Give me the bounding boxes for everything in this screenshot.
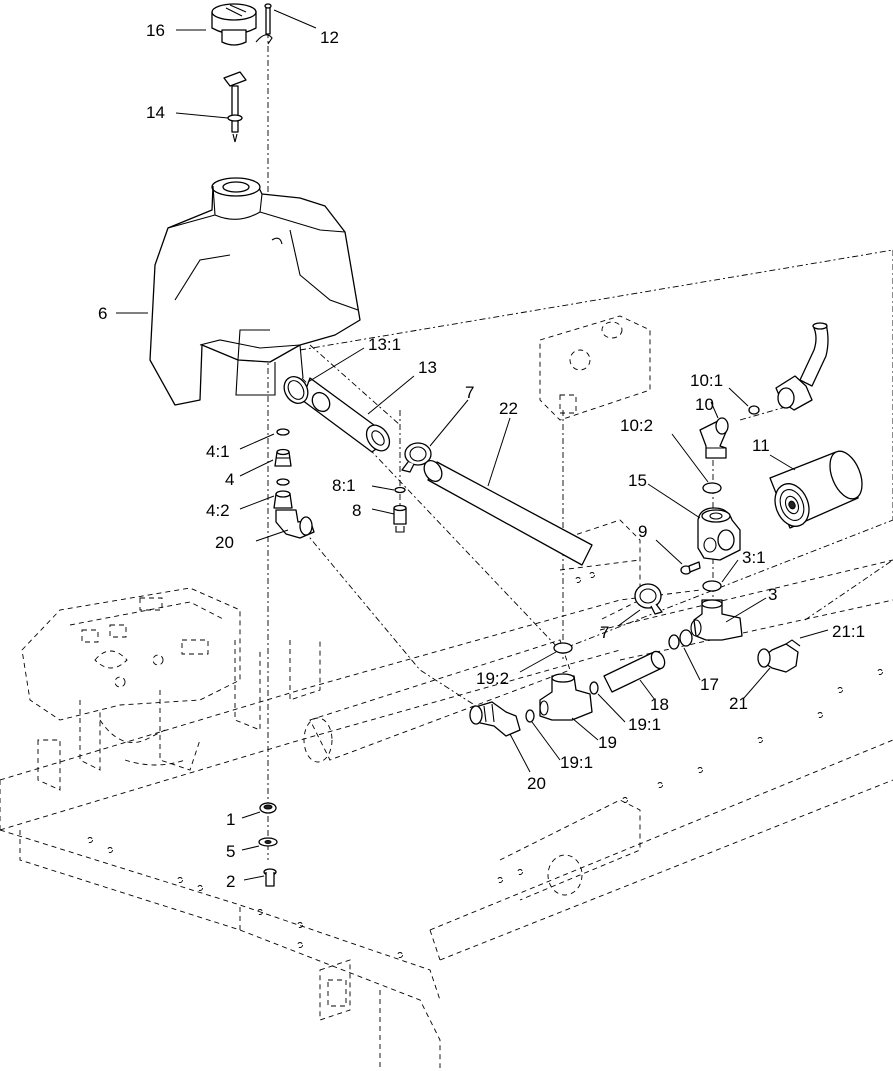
elbow-fitting-10 <box>699 405 760 494</box>
callout-labels: 16 12 14 6 13:1 13 7 22 10:1 10 10:2 11 … <box>98 21 865 891</box>
callout-13-1: 13:1 <box>368 335 401 354</box>
callout-3-1: 3:1 <box>742 548 766 567</box>
plug-9 <box>680 561 701 575</box>
hose-18 <box>603 650 666 693</box>
callout-20-top: 20 <box>215 533 234 552</box>
callout-8-1: 8:1 <box>332 476 356 495</box>
callout-9: 9 <box>638 522 647 541</box>
filter-head <box>697 507 741 561</box>
callout-4: 4 <box>225 470 234 489</box>
callout-2: 2 <box>226 872 235 891</box>
filter-o-ring <box>283 376 309 404</box>
hose-clamp-lower <box>634 583 663 615</box>
assembly-center-lines <box>267 32 893 860</box>
elbow-fitting-upper <box>275 509 315 539</box>
callout-7-top: 7 <box>465 383 474 402</box>
suction-hose <box>423 460 593 566</box>
callout-10: 10 <box>695 395 714 414</box>
cap-screw <box>255 3 273 45</box>
callout-6: 6 <box>98 304 107 323</box>
washer-5 <box>258 837 278 847</box>
fitting-stack-4 <box>273 428 293 509</box>
callout-4-2: 4:2 <box>206 501 230 520</box>
callout-19: 19 <box>598 733 617 752</box>
fuel-gauge-sender <box>223 71 247 143</box>
callout-13: 13 <box>418 358 437 377</box>
callout-21-1: 21:1 <box>832 622 865 641</box>
frame-phantom <box>0 315 893 1068</box>
elbow-fitting-lower <box>469 701 521 737</box>
callout-21: 21 <box>729 694 748 713</box>
bolt-2 <box>263 868 277 887</box>
hydraulic-tube <box>775 322 829 411</box>
callout-8: 8 <box>352 501 361 520</box>
callout-12: 12 <box>320 28 339 47</box>
fuel-cap <box>211 3 257 46</box>
callout-4-1: 4:1 <box>206 442 230 461</box>
callout-19-1-right: 19:1 <box>628 715 661 734</box>
callout-16: 16 <box>146 21 165 40</box>
isolator-1 <box>259 802 277 814</box>
callout-7-bottom: 7 <box>600 623 609 642</box>
callout-19-2: 19:2 <box>476 669 509 688</box>
tee-fitting-3 <box>690 580 743 641</box>
hose-clamp-17 <box>668 629 693 650</box>
callout-11: 11 <box>752 436 770 455</box>
callout-1: 1 <box>226 810 235 829</box>
callout-15: 15 <box>628 471 647 490</box>
callout-20-bottom: 20 <box>527 774 546 793</box>
callout-10-2: 10:2 <box>620 416 653 435</box>
leader-lines <box>116 9 829 881</box>
callout-18: 18 <box>650 695 669 714</box>
elbow-fitting-21 <box>757 639 801 673</box>
callout-19-1-left: 19:1 <box>560 753 593 772</box>
fuel-tank <box>149 177 361 406</box>
hydraulic-filter <box>769 450 863 529</box>
callout-22: 22 <box>499 399 518 418</box>
fitting-8 <box>393 486 407 533</box>
callout-5: 5 <box>226 842 235 861</box>
hose-clamp-upper <box>401 442 432 473</box>
callout-3: 3 <box>768 585 777 604</box>
callout-17: 17 <box>700 675 719 694</box>
tee-fitting-19 <box>525 642 599 723</box>
callout-14: 14 <box>146 103 165 122</box>
callout-10-1: 10:1 <box>690 371 723 390</box>
fuel-filter-tube <box>301 377 391 453</box>
